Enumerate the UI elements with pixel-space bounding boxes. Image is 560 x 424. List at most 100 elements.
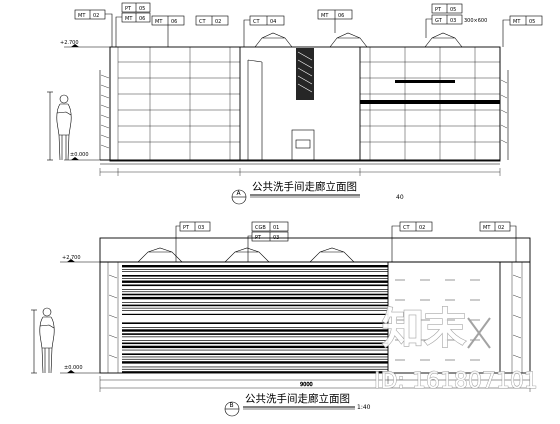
panel-slat — [122, 265, 388, 268]
svg-text:PT: PT — [435, 7, 442, 13]
section-marker-a: A — [231, 189, 247, 205]
column-right-b — [511, 262, 523, 373]
svg-text:B: B — [230, 402, 234, 409]
svg-text:MT: MT — [78, 13, 86, 19]
level-marker-bottom-a: ±0.000 — [64, 152, 110, 161]
material-tags-b: PT 03 CGB 01 PT 03 CT 02 — [175, 221, 517, 262]
material-tag: CT 04 — [243, 15, 285, 47]
panel-slat — [122, 275, 388, 277]
level-marker-top-b: +2.700 — [60, 255, 100, 263]
material-tag: PT 05 — [121, 2, 151, 13]
watermark-id: ID: 161807101 — [374, 369, 538, 394]
level-marker-bottom-b: ±0.000 — [60, 365, 100, 374]
elevation-scale-b: 1:40 — [357, 404, 371, 411]
column-hatch-left-a — [100, 74, 110, 149]
panel-slat — [122, 358, 388, 360]
material-tag: PT 05 — [431, 3, 463, 14]
svg-text:CT: CT — [253, 19, 260, 25]
panel-slat — [122, 296, 388, 300]
svg-text:CT: CT — [403, 225, 410, 231]
panel-slat — [122, 336, 388, 338]
panel-slat — [122, 322, 388, 324]
svg-text:MT: MT — [321, 13, 329, 19]
watermark-logo: 知末 — [382, 304, 466, 353]
panel-slat — [122, 278, 388, 279]
svg-text:02: 02 — [419, 225, 425, 231]
svg-text:06: 06 — [139, 16, 145, 22]
level-top-b: +2.700 — [62, 255, 81, 261]
level-bottom-a: ±0.000 — [70, 152, 89, 158]
panel-slat — [122, 342, 388, 345]
material-tag: MT 06 — [115, 12, 151, 47]
material-tag: MT 06 — [151, 15, 185, 47]
level-bottom-b: ±0.000 — [64, 365, 83, 371]
svg-text:06: 06 — [338, 13, 344, 19]
material-tag: MT 06 — [317, 9, 353, 33]
panel-slat — [122, 340, 388, 341]
human-figure-b — [39, 307, 55, 374]
svg-text:03: 03 — [198, 225, 204, 231]
svg-text:CGB: CGB — [255, 225, 266, 231]
panel-slat — [122, 361, 388, 364]
svg-text:GT: GT — [435, 18, 443, 24]
panel-slat — [122, 284, 388, 287]
material-tag: PT 03 — [175, 221, 211, 262]
svg-text:05: 05 — [139, 6, 145, 12]
material-tag: PT 03 — [247, 231, 289, 262]
tile-panel-left-a — [117, 47, 240, 160]
svg-text:PT: PT — [255, 235, 262, 241]
svg-text:A: A — [237, 190, 242, 197]
panel-slat — [122, 345, 388, 349]
panel-slat — [122, 329, 388, 332]
dimension-line-a — [99, 168, 501, 176]
watermark: 知末 ID: 161807101 — [374, 303, 539, 394]
level-top-a: +2.700 — [60, 40, 79, 46]
svg-text:04: 04 — [270, 19, 276, 25]
material-tag: CGB 01 — [251, 221, 289, 232]
svg-text:05: 05 — [529, 19, 535, 25]
material-tag: MT 02 — [479, 221, 517, 262]
panel-slat — [122, 304, 388, 307]
panel-band — [122, 315, 388, 321]
svg-text:05: 05 — [450, 7, 456, 13]
svg-text:MT: MT — [483, 225, 491, 231]
panel-slat — [122, 310, 388, 311]
panel-slat — [122, 353, 388, 355]
ceiling-lights-b — [137, 247, 355, 263]
wall-outline-b — [99, 237, 531, 374]
tile-size-note: 300×600 — [464, 18, 487, 24]
panel-slat — [122, 368, 388, 370]
panel-slat — [122, 302, 388, 303]
svg-text:MT: MT — [513, 19, 521, 25]
panel-slat — [122, 356, 388, 358]
hatched-panel-a — [296, 48, 314, 100]
svg-text:06: 06 — [171, 19, 177, 25]
column-left-b — [107, 262, 119, 373]
svg-text:02: 02 — [93, 13, 99, 19]
panel-slat — [122, 291, 388, 293]
material-tag: GT 03 300×600 — [425, 14, 487, 38]
panel-slat — [122, 327, 388, 328]
svg-text:MT: MT — [125, 16, 133, 22]
svg-text:PT: PT — [183, 225, 190, 231]
elevation-title-a: 公共洗手间走廊立面图 — [252, 180, 357, 193]
total-dimension-b: 9000 — [300, 382, 313, 388]
panel-slat — [122, 289, 388, 290]
elevation-a: +2.700 ±0.000 — [47, 2, 543, 205]
svg-text:02: 02 — [498, 225, 504, 231]
vanity-cabinet-a — [291, 129, 315, 161]
panel-slat — [122, 269, 388, 270]
material-tag: MT 02 — [74, 9, 113, 47]
panel-slat — [122, 293, 388, 296]
level-marker-top-a: +2.700 — [60, 40, 110, 48]
svg-text:01: 01 — [273, 225, 279, 231]
elevation-title-b: 公共洗手间走廊立面图 — [245, 392, 350, 405]
svg-text:03: 03 — [450, 18, 456, 24]
material-tag: CT 02 — [391, 221, 433, 262]
panel-slat — [122, 307, 388, 309]
panel-slat — [122, 271, 388, 272]
svg-text:CT: CT — [199, 19, 206, 25]
elevation-scale-a: 40 — [396, 194, 404, 201]
